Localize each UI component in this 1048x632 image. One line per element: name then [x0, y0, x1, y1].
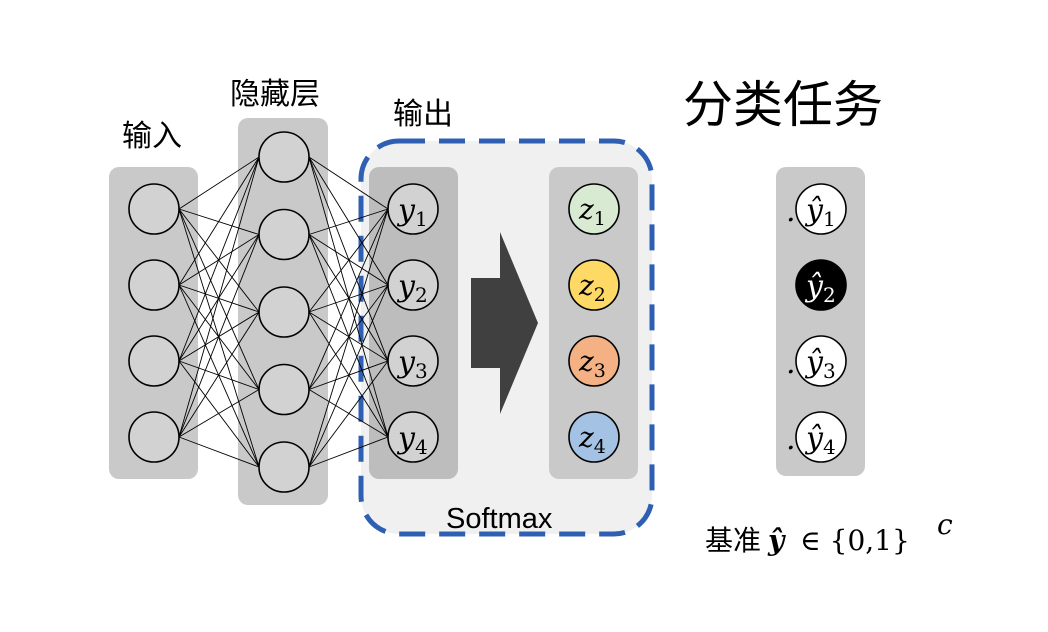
connection-edge: [308, 156, 389, 362]
output-neuron: y4: [387, 411, 439, 463]
hidden-neuron: [258, 208, 310, 261]
hidden-neuron: [258, 131, 310, 183]
target-neuron: . ŷ3: [786, 335, 847, 387]
svg-text:y3: y3: [396, 345, 428, 383]
input-neuron: [128, 411, 180, 463]
connection-edge: [308, 284, 389, 468]
output-label: 输出: [393, 97, 453, 132]
hidden-layer-label: 隐藏层: [230, 77, 320, 112]
connection-edge: [178, 311, 260, 438]
svg-text:ŷ1: ŷ1: [804, 193, 836, 231]
benchmark-formula: ∈ {0,1}: [800, 524, 910, 557]
softmax-arrow: [471, 232, 538, 414]
connection-edge: [308, 208, 389, 390]
connection-edge: [178, 360, 260, 468]
target-neuron: . ŷ4: [786, 411, 847, 463]
benchmark-symbol: ŷ: [767, 524, 786, 557]
output-neuron: y3: [387, 335, 439, 387]
connection-edge: [308, 208, 389, 468]
connection-edge: [308, 311, 389, 438]
connection-edge: [178, 234, 260, 438]
svg-text:.: .: [786, 346, 796, 381]
svg-text:y1: y1: [396, 193, 428, 231]
hidden-neuron: [258, 363, 310, 416]
connection-edge: [308, 436, 389, 468]
connection-edge: [178, 156, 260, 438]
connection-edge: [178, 208, 260, 390]
connection-edge: [308, 156, 389, 286]
softmax-neuron: z1: [568, 183, 620, 235]
softmax-neuron: z4: [568, 411, 620, 463]
input-layer-panel: [109, 167, 198, 479]
output-neuron: y1: [387, 183, 439, 235]
svg-text:z1: z1: [578, 193, 606, 230]
hidden-neuron: [258, 286, 310, 338]
svg-text:z2: z2: [578, 269, 606, 306]
output-layer-panel: [369, 167, 458, 479]
hidden-neurons: [258, 131, 310, 493]
network-connections: [178, 156, 389, 468]
connection-edge: [178, 389, 260, 438]
connection-edge: [308, 208, 389, 313]
input-neuron: [128, 335, 180, 387]
connection-edge: [178, 156, 260, 210]
connection-edge: [178, 156, 260, 362]
svg-text:ŷ2: ŷ2: [804, 269, 836, 307]
input-neuron: [128, 183, 180, 235]
svg-text:y4: y4: [396, 421, 428, 459]
input-label: 输入: [122, 119, 182, 154]
connection-edge: [308, 234, 389, 286]
svg-text:y2: y2: [396, 269, 428, 307]
benchmark-superscript: c: [937, 508, 953, 541]
connection-edge: [178, 284, 260, 390]
connection-edge: [178, 208, 260, 468]
input-neuron: [128, 259, 180, 311]
softmax-neuron: z2: [568, 259, 620, 311]
hidden-neuron: [258, 441, 310, 493]
task-title: 分类任务: [683, 76, 883, 134]
connection-edge: [308, 360, 389, 468]
svg-text:z4: z4: [578, 421, 606, 458]
benchmark-label: 基准: [705, 524, 761, 557]
svg-text:ŷ4: ŷ4: [804, 421, 836, 459]
target-neuron-active: ŷ2: [795, 259, 847, 311]
softmax-output-panel: [549, 167, 638, 479]
svg-text:ŷ3: ŷ3: [804, 345, 836, 383]
input-neurons: [128, 183, 180, 463]
connection-edge: [308, 234, 389, 362]
svg-text:.: .: [786, 422, 796, 457]
target-neuron: . ŷ1: [786, 183, 847, 235]
svg-text:z3: z3: [578, 345, 606, 382]
connection-edge: [308, 156, 389, 210]
connection-edge: [178, 208, 260, 313]
softmax-label: Softmax: [446, 503, 553, 535]
svg-text:.: .: [786, 194, 796, 229]
target-panel: [776, 167, 865, 476]
connection-edge: [178, 156, 260, 286]
connection-edge: [178, 436, 260, 468]
connection-edge: [178, 284, 260, 468]
connection-edge: [308, 234, 389, 438]
softmax-neuron: z3: [568, 335, 620, 387]
output-neuron: y2: [387, 259, 439, 311]
connection-edge: [308, 208, 389, 235]
